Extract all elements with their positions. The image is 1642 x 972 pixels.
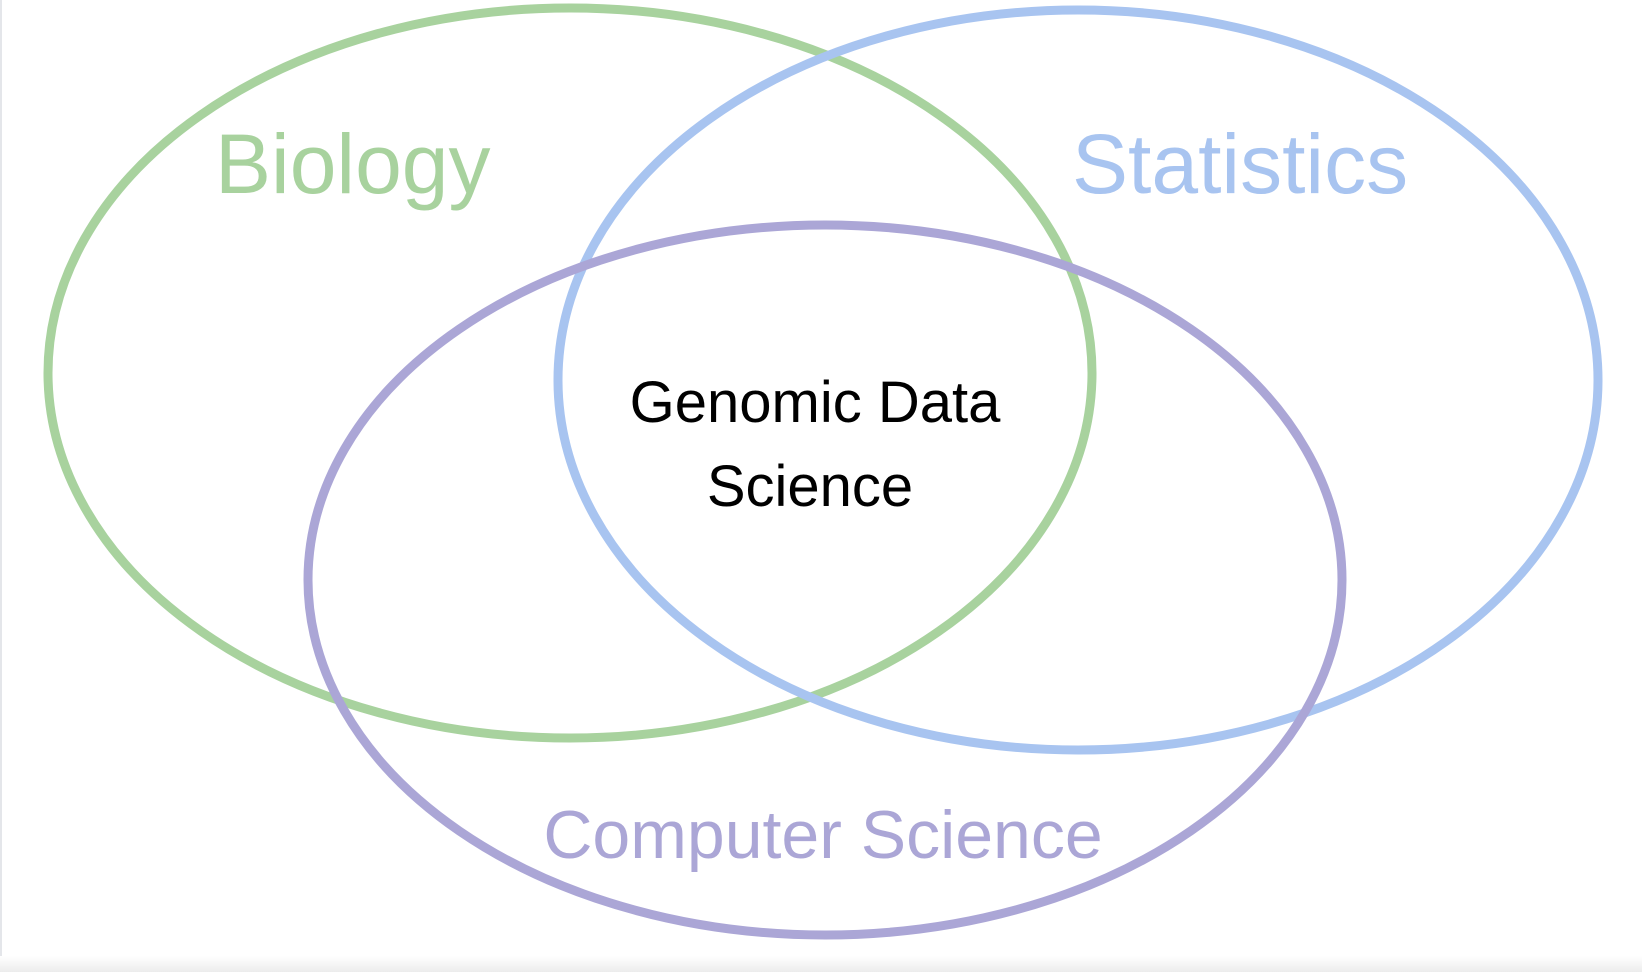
genomic-data-science-label-line1: Genomic Data xyxy=(630,370,1001,435)
genomic-data-science-label-line2: Science xyxy=(707,454,913,519)
biology-circle xyxy=(43,3,1097,743)
left-edge-line xyxy=(0,0,2,972)
bottom-fade-strip xyxy=(0,956,1642,972)
statistics-circle xyxy=(553,5,1603,755)
computer-science-circle xyxy=(303,220,1347,940)
statistics-label: Statistics xyxy=(1072,117,1408,211)
biology-label: Biology xyxy=(215,117,491,211)
computer-science-label: Computer Science xyxy=(543,797,1102,873)
